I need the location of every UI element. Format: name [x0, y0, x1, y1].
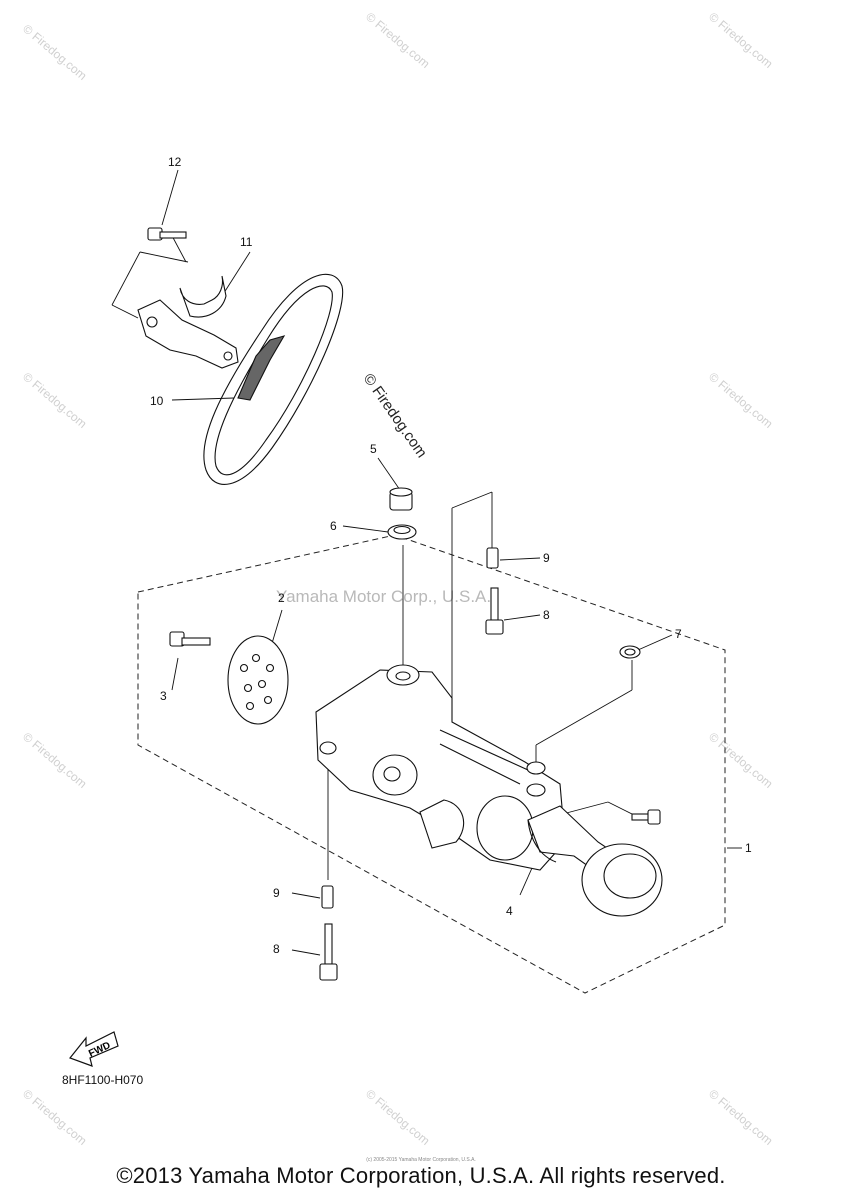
watermark-corner-ml: © Firedog.com [20, 370, 89, 431]
sprocket-part-2 [227, 635, 289, 725]
dowel-part-9-lower [321, 885, 334, 909]
callout-3: 3 [160, 689, 167, 703]
callout-10: 10 [150, 394, 164, 408]
callout-6: 6 [330, 519, 337, 533]
callout-9-upper: 9 [543, 551, 550, 565]
watermark-center: Yamaha Motor Corp., U.S.A. [276, 587, 491, 606]
bolt-part-12 [147, 227, 187, 241]
watermark-corner-tc: © Firedog.com [363, 10, 432, 71]
ring-part-7 [619, 645, 641, 659]
callout-4: 4 [506, 904, 513, 918]
watermark-corner-bl: © Firedog.com [20, 1087, 89, 1148]
callout-2: 2 [278, 591, 285, 605]
cam-chain-part-10 [203, 273, 344, 485]
chain-guide-part-11 [137, 275, 239, 369]
callout-1: 1 [745, 841, 752, 855]
bolt-part-3 [169, 631, 211, 647]
watermark-corner-tr: © Firedog.com [706, 10, 775, 71]
fwd-arrow-icon: FWD [69, 1031, 119, 1067]
oil-strainer-part-4 [527, 805, 663, 917]
watermark-layer: © Firedog.com © Firedog.com © Firedog.co… [20, 10, 775, 1148]
callout-9-lower: 9 [273, 886, 280, 900]
callout-8-lower: 8 [273, 942, 280, 956]
collar-part-5 [389, 487, 413, 511]
fine-print: (c) 2005-2015 Yamaha Motor Corporation, … [366, 1157, 476, 1163]
callout-8-upper: 8 [543, 608, 550, 622]
bolt-part-8-lower [319, 923, 338, 981]
strainer-bolt [631, 809, 661, 825]
callout-12: 12 [168, 155, 182, 169]
watermark-corner-tl: © Firedog.com [20, 22, 89, 83]
watermark-corner-bc: © Firedog.com [363, 1087, 432, 1148]
callout-numbers: 12 11 10 5 6 9 8 7 2 3 1 4 9 8 [150, 155, 752, 956]
reference-code: 8HF1100-H070 [62, 1073, 144, 1087]
oil-pump-body-part-1 [315, 664, 566, 871]
watermark-corner-lr: © Firedog.com [706, 730, 775, 791]
bolt-part-8-upper [485, 587, 504, 635]
copyright-notice: ©2013 Yamaha Motor Corporation, U.S.A. A… [116, 1163, 726, 1188]
leader-lines [111, 169, 742, 956]
callout-7: 7 [675, 627, 682, 641]
watermark-corner-mr: © Firedog.com [706, 370, 775, 431]
callout-5: 5 [370, 442, 377, 456]
watermark-corner-ll: © Firedog.com [20, 730, 89, 791]
callout-11: 11 [240, 235, 253, 249]
watermark-corner-br: © Firedog.com [706, 1087, 775, 1148]
dowel-part-9-upper [486, 547, 499, 569]
o-ring-part-6 [387, 524, 417, 540]
part-shapes [137, 227, 663, 981]
